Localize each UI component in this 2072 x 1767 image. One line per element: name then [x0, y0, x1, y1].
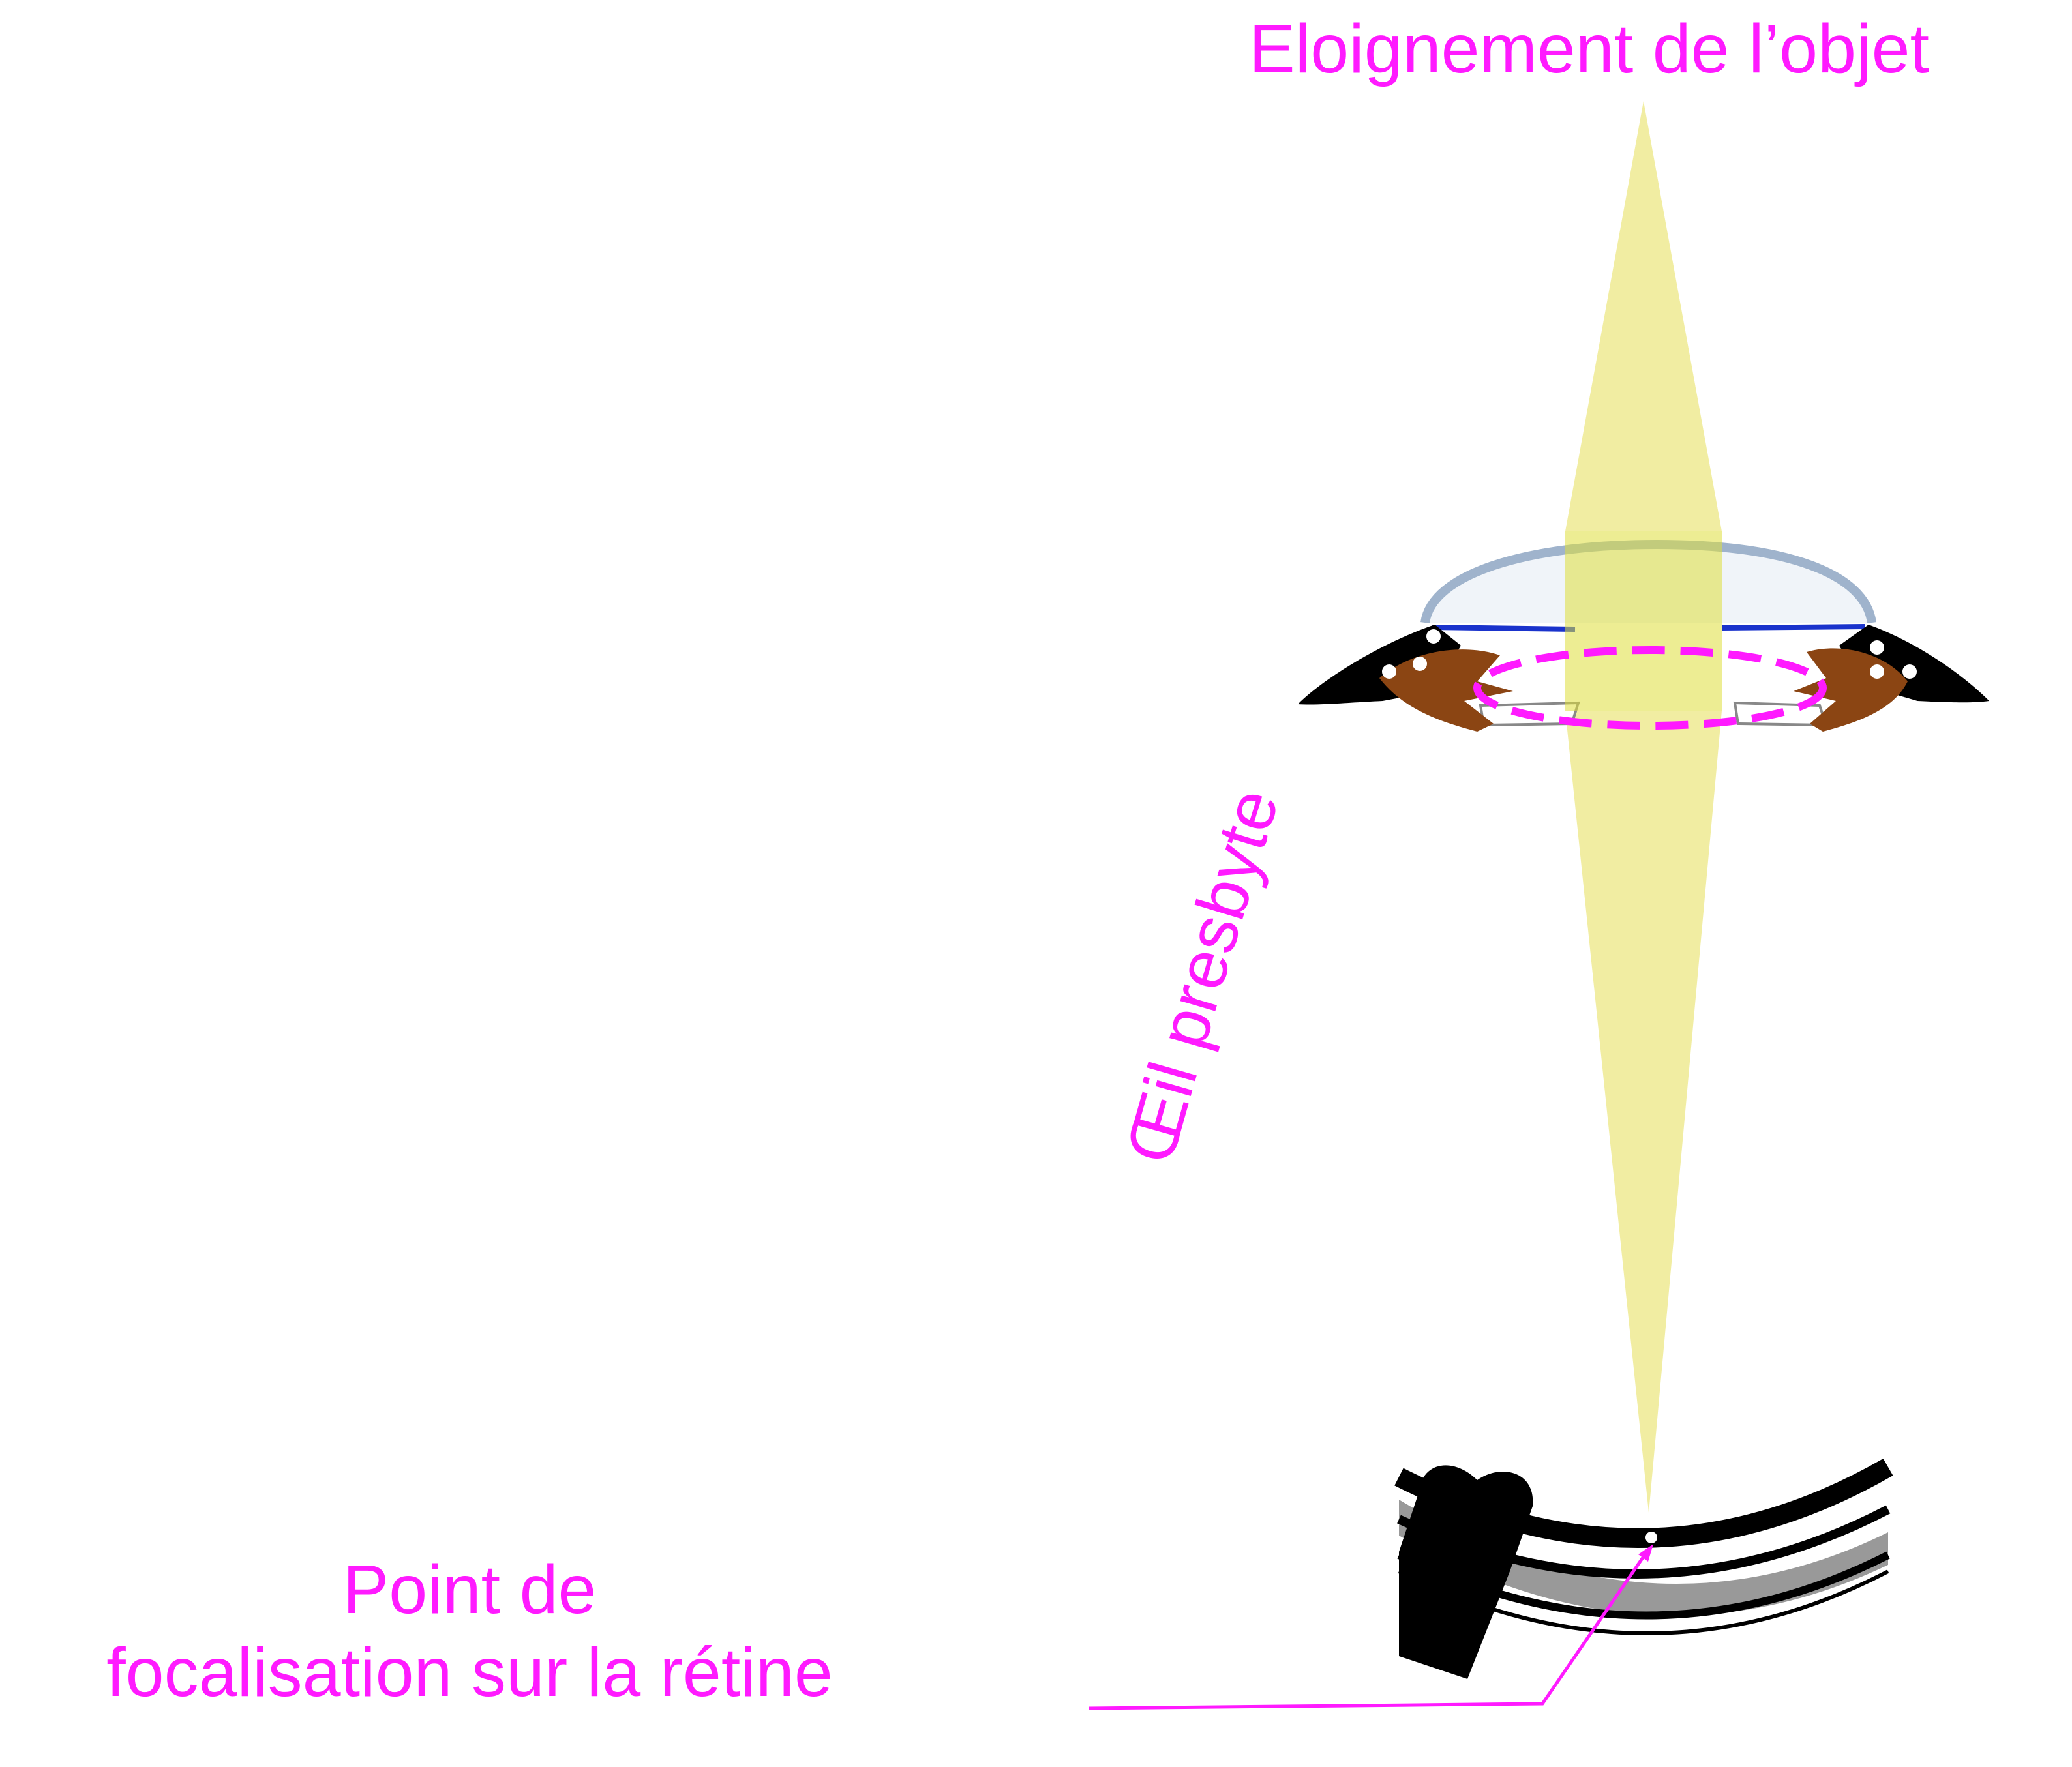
retina-gray-band — [1399, 1500, 1888, 1616]
ciliary-dot — [1902, 664, 1917, 679]
caption-line-1: Point de — [342, 1551, 597, 1628]
ciliary-dot — [1870, 664, 1884, 679]
ciliary-dot — [1426, 629, 1441, 644]
caption-line-2: focalisation sur la rétine — [106, 1634, 833, 1712]
focal-leader-line — [1089, 1551, 1649, 1710]
pupil-line-right — [1721, 624, 1866, 631]
retina — [1394, 1458, 1893, 1679]
lens-outline — [1473, 646, 1827, 730]
focal-point-caption: Point de focalisation sur la rétine — [26, 1549, 913, 1714]
iris-left — [1379, 649, 1513, 732]
ciliary-body-left — [1298, 625, 1513, 732]
leader-arrowhead — [1638, 1544, 1653, 1562]
ciliary-dot — [1870, 640, 1884, 655]
beam-lower-cone — [1565, 711, 1722, 1513]
eye-label-text: Œil presbyte — [1111, 780, 1294, 1171]
ciliary-dot — [1413, 657, 1427, 671]
ciliary-dot — [1382, 664, 1396, 679]
optic-nerve — [1399, 1465, 1533, 1679]
pupil-line-left — [1431, 625, 1576, 632]
light-beam — [1565, 101, 1722, 1513]
ciliary-body-right — [1794, 625, 1989, 732]
focal-point — [1645, 1532, 1657, 1543]
object-distance-title: Eloignement de l’objet — [1249, 10, 1930, 87]
eye-label: Œil presbyte — [1111, 780, 1294, 1171]
beam-upper-cone — [1565, 101, 1722, 531]
beam-lens-band — [1565, 531, 1722, 711]
